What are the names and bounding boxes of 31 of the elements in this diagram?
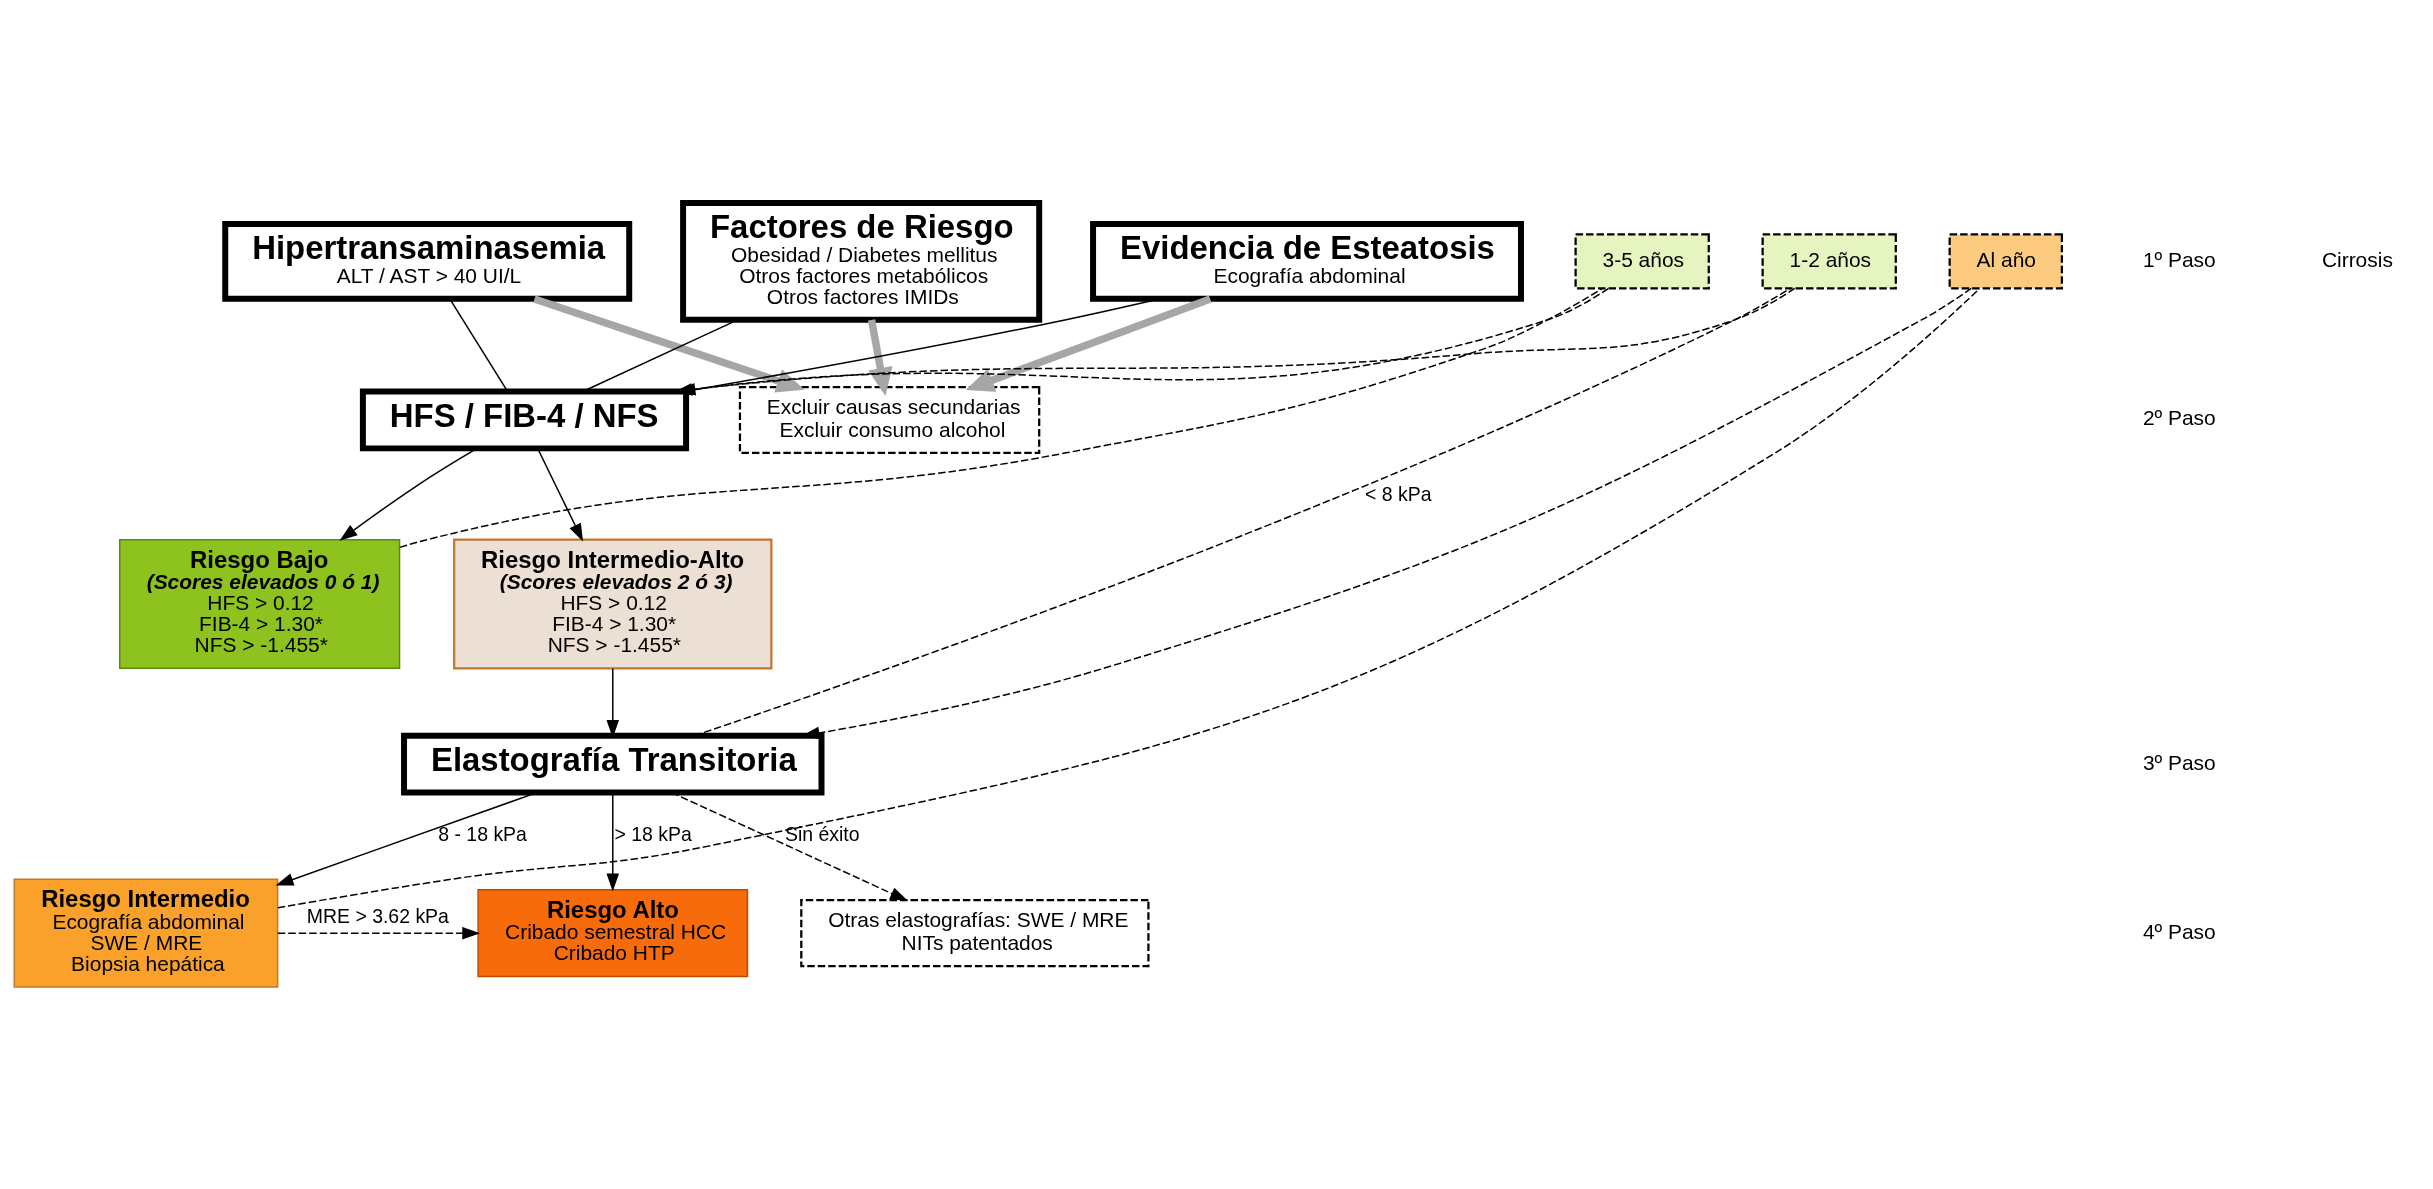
node-box: Al año — [1948, 232, 2063, 289]
node-box: Riesgo Bajo (Scores elevados 0 ó 1) HFS > 0.12 FIB-4 > 1.30* NFS > -1.455* — [119, 538, 401, 669]
connector — [399, 287, 1604, 548]
arrow — [867, 318, 893, 396]
edge-label: 8 - 18 kPa — [438, 822, 527, 845]
label: Cirrosis — [2321, 247, 2393, 271]
node-box: 1-2 años — [1761, 232, 1897, 289]
node-box: Otras elastografías: SWE / MRE NITs patentados — [800, 898, 1150, 967]
arrow — [965, 294, 1212, 392]
connector — [277, 287, 1980, 908]
label: 2º Paso — [2142, 405, 2216, 429]
node-box: Evidencia de Esteatosis Ecografía abdominal — [1090, 220, 1524, 302]
node-box: Factores de Riesgo Obesidad / Diabetes mellitus Otros factores metabólicos Otros factores IMIDs — [680, 199, 1043, 323]
node-box: HFS / FIB-4 / NFS — [359, 388, 690, 451]
label: 1º Paso — [2142, 247, 2216, 271]
node-box: Hipertransaminasemia ALT / AST > 40 UI/L — [222, 220, 633, 302]
edge-label: > 18 kPa — [614, 822, 692, 845]
node-box: Excluir causas secundarias Excluir consumo alcohol — [738, 385, 1041, 454]
arrow — [533, 294, 805, 393]
connector — [693, 287, 1791, 736]
label: 3º Paso — [2142, 750, 2216, 774]
label: 4º Paso — [2142, 919, 2216, 943]
node-box: Riesgo Alto Cribado semestral HCC Cribado HTP — [477, 888, 749, 977]
node-box: Riesgo Intermedio-Alto (Scores elevados 2 ó 3) HFS > 0.12 FIB-4 > 1.30* NFS > -1.455* — [453, 538, 773, 669]
edge-label: < 8 kPa — [1365, 482, 1432, 505]
node-box: Elastografía Transitoria — [401, 732, 825, 795]
node-box: Riesgo Intermedio Ecografía abdominal SWE / MRE Biopsia hepática — [13, 878, 279, 988]
node-box: 3-5 años — [1574, 232, 1710, 289]
edge-label: Sin éxito — [784, 822, 860, 845]
arrow — [277, 926, 481, 939]
edge-label: MRE > 3.62 kPa — [306, 904, 449, 927]
